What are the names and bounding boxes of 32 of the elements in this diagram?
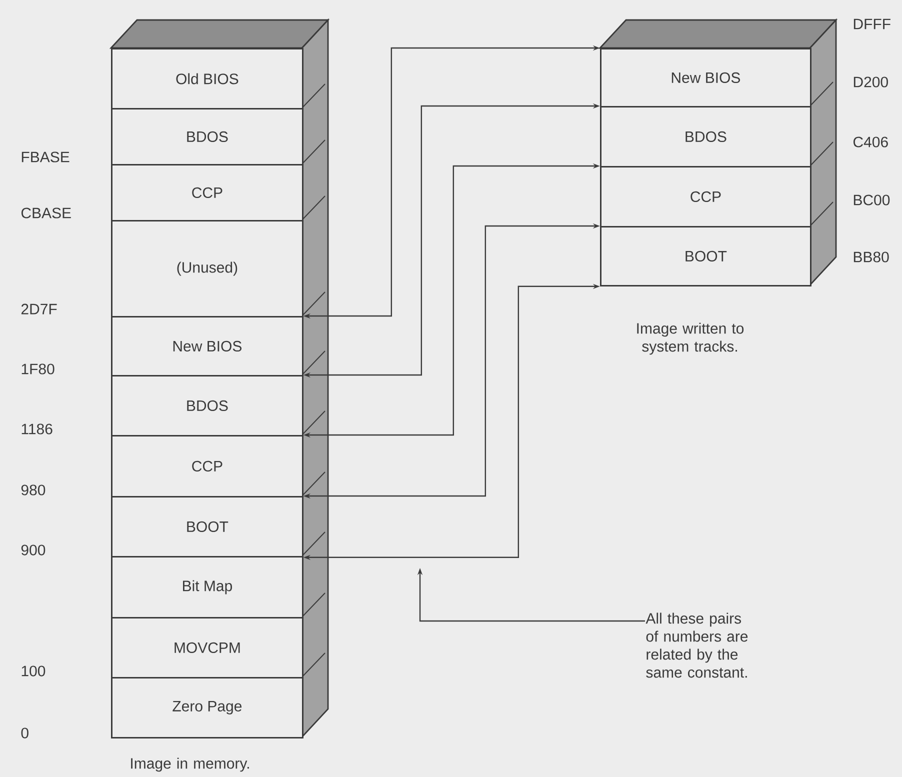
segment-box: BOOT [111, 496, 304, 558]
address-label: BC00 [854, 194, 890, 206]
address-label: 1F80 [22, 364, 54, 374]
segment-box: Bit Map [111, 556, 304, 618]
segment-box: (Unused) [111, 220, 304, 318]
address-label: 900 [21, 544, 46, 556]
address-label: FBASE [22, 152, 70, 162]
note-text: All these pairs of numbers are related by the same constant. [646, 612, 748, 678]
segment-box: New BIOS [600, 48, 812, 108]
address-label: DFFF [854, 18, 890, 30]
address-label: 0 [21, 728, 28, 738]
segment-box: BDOS [600, 106, 812, 168]
segment-box: Zero Page [111, 677, 304, 738]
segment-box: CCP [111, 164, 304, 222]
address-label: CBASE [21, 208, 71, 218]
address-label: C406 [853, 136, 888, 148]
address-label: 980 [21, 484, 46, 496]
segment-box: BOOT [600, 226, 812, 286]
address-label: D200 [854, 76, 888, 88]
segment-box: Old BIOS [111, 48, 304, 110]
address-label: 2D7F [21, 304, 57, 314]
segment-box: CCP [111, 435, 304, 498]
address-label: 1186 [22, 424, 52, 434]
address-label: BB80 [854, 252, 889, 262]
block-label: Image written to system tracks. [637, 322, 744, 355]
segment-box: New BIOS [111, 316, 304, 376]
segment-box: CCP [600, 166, 812, 228]
segment-box: BDOS [111, 108, 304, 166]
segment-box: BDOS [111, 375, 304, 436]
block-label: Image in memory. [131, 758, 249, 772]
segment-box: MOVCPM [111, 617, 304, 678]
address-label: 100 [22, 666, 46, 676]
